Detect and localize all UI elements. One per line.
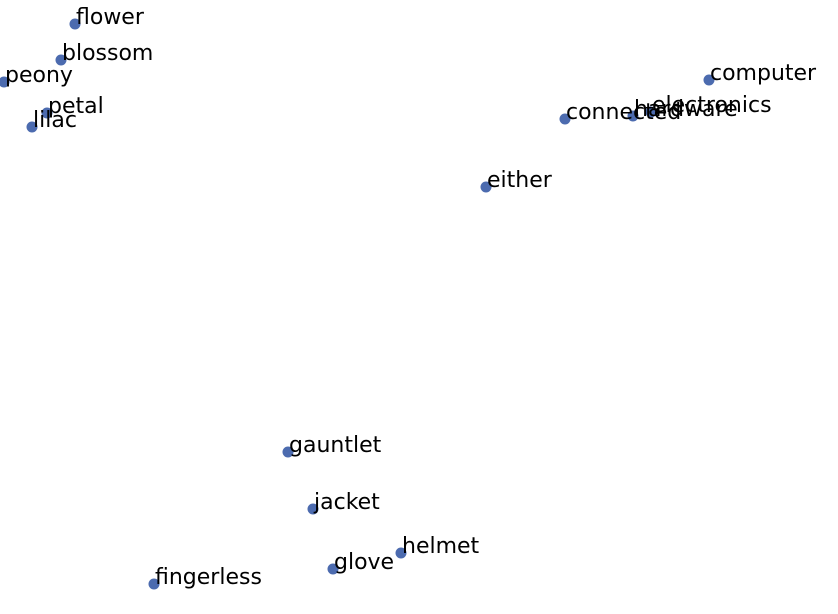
point-label-jacket: jacket (313, 490, 380, 515)
point-helmet (395, 547, 407, 559)
point-blossom (55, 54, 67, 66)
point-label-hardware: hardware (634, 97, 738, 122)
point-peony (0, 76, 10, 88)
labels-layer: fingerless glove helmet jacket gauntlet eithe… (5, 5, 817, 590)
point-lilac (26, 121, 38, 133)
point-electronics (645, 106, 657, 118)
point-label-petal: petal (48, 94, 104, 119)
point-label-either: either (487, 168, 553, 193)
point-label-computer: computer (710, 61, 817, 86)
points-layer (0, 18, 715, 590)
point-label-glove: glove (334, 550, 394, 575)
point-glove (327, 563, 339, 575)
point-fingerless (148, 578, 160, 590)
point-label-fingerless: fingerless (155, 565, 262, 590)
point-connected (559, 113, 571, 125)
point-petal (41, 107, 53, 119)
point-jacket (307, 503, 319, 515)
point-label-helmet: helmet (402, 534, 480, 559)
point-computer (703, 74, 715, 86)
point-label-peony: peony (5, 63, 73, 88)
point-label-blossom: blossom (62, 41, 153, 66)
point-label-flower: flower (76, 5, 145, 30)
point-hardware (627, 110, 639, 122)
point-label-gauntlet: gauntlet (289, 433, 382, 458)
point-label-lilac: lilac (33, 108, 77, 133)
point-either (480, 181, 492, 193)
point-label-electronics: electronics (652, 93, 772, 118)
point-flower (69, 18, 81, 30)
point-label-connected: connected (566, 100, 681, 125)
point-gauntlet (282, 446, 294, 458)
